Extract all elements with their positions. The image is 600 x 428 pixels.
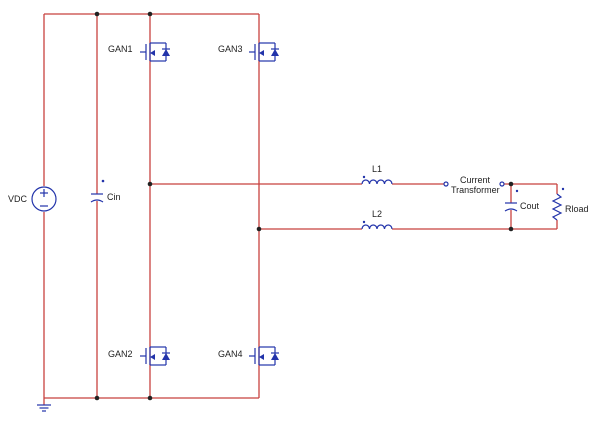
- cout-capacitor-symbol: [504, 189, 519, 212]
- gan4-transistor-symbol: [249, 346, 279, 366]
- ground-icon: [37, 404, 51, 412]
- l1-label: L1: [372, 164, 382, 174]
- wires: [43, 13, 558, 405]
- rload-label: Rload: [565, 204, 589, 214]
- junction-dot: [147, 181, 153, 187]
- current-transformer-label-line1: Current: [460, 175, 491, 185]
- gan4-label: GAN4: [218, 349, 243, 359]
- junction-dot: [94, 11, 100, 17]
- junction-dot: [256, 226, 262, 232]
- vdc-label: VDC: [8, 194, 28, 204]
- cout-label: Cout: [520, 201, 540, 211]
- current-transformer-symbol: [443, 181, 505, 187]
- rload-resistor-symbol: [551, 187, 565, 221]
- junction-dot: [94, 395, 100, 401]
- cin-capacitor-symbol: [90, 179, 105, 203]
- gan2-label: GAN2: [108, 349, 133, 359]
- gan3-transistor-symbol: [249, 42, 279, 62]
- gan3-label: GAN3: [218, 44, 243, 54]
- gan2-transistor-symbol: [140, 346, 170, 366]
- l2-label: L2: [372, 209, 382, 219]
- junction-dot: [508, 226, 514, 232]
- junction-dot: [147, 395, 153, 401]
- junctions: [94, 11, 514, 401]
- gan1-transistor-symbol: [140, 42, 170, 62]
- cin-label: Cin: [107, 192, 121, 202]
- l2-inductor-symbol: [361, 220, 393, 230]
- junction-dot: [147, 11, 153, 17]
- gan1-label: GAN1: [108, 44, 133, 54]
- current-transformer-label-line2: Transformer: [451, 185, 500, 195]
- vdc-source-symbol: [31, 186, 57, 212]
- junction-dot: [508, 181, 514, 187]
- l1-inductor-symbol: [361, 175, 393, 185]
